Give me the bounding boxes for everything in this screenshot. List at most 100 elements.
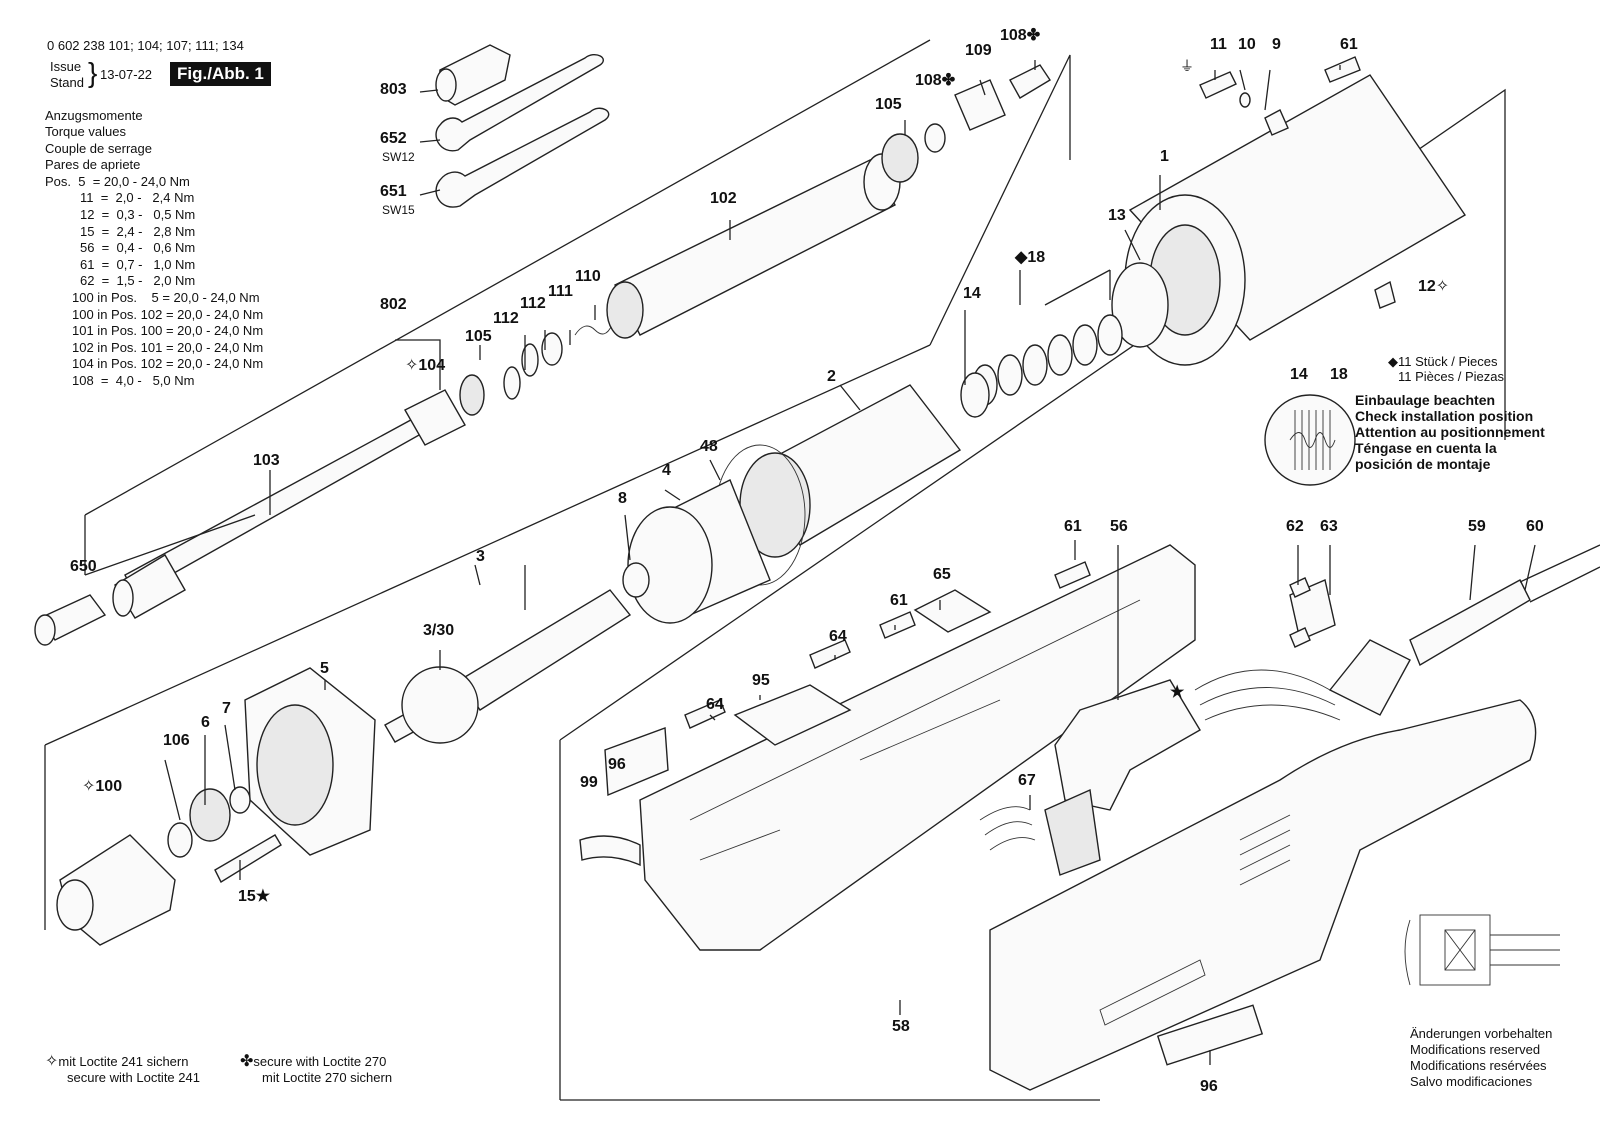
detail-label-18: 18 bbox=[1330, 366, 1348, 383]
ring-106 bbox=[167, 822, 193, 858]
wrench-size-sw12: SW12 bbox=[382, 150, 415, 164]
torque-row: 104 in Pos. 102 = 20,0 - 24,0 Nm bbox=[72, 356, 264, 371]
part-label-65: 65 bbox=[933, 566, 951, 583]
spindle-frame bbox=[84, 39, 931, 575]
part-label-652: 652 bbox=[380, 130, 407, 147]
install-note-line: Einbaulage beachten bbox=[1355, 392, 1496, 408]
part-label-650: 650 bbox=[70, 558, 97, 575]
figure-label: Fig./Abb. 1 bbox=[170, 62, 271, 86]
part-label-6: 6 bbox=[201, 714, 210, 731]
part-label-9: 9 bbox=[1272, 36, 1281, 53]
part-label-62: 62 bbox=[1286, 518, 1304, 535]
flange-5 bbox=[244, 667, 376, 856]
screw-61b bbox=[1054, 561, 1091, 589]
part-label-96b: 96 bbox=[1200, 1078, 1218, 1095]
nut-108b bbox=[1009, 64, 1051, 99]
bearing-6 bbox=[189, 788, 231, 842]
star-symbol: ★ bbox=[255, 888, 271, 905]
screw-15 bbox=[214, 834, 282, 883]
issue-label: Issue bbox=[50, 59, 82, 74]
torque-row: Pos. 5 = 20,0 - 24,0 Nm bbox=[45, 174, 190, 189]
washer-111 bbox=[541, 332, 563, 366]
nut-100 bbox=[56, 834, 176, 946]
issue-date: 13-07-22 bbox=[100, 67, 153, 82]
torque-row: 102 in Pos. 101 = 20,0 - 24,0 Nm bbox=[72, 340, 264, 355]
washer-10 bbox=[1239, 92, 1251, 108]
modifications-note-line: Salvo modificaciones bbox=[1410, 1074, 1533, 1089]
collet-650 bbox=[34, 594, 107, 646]
part-label-8: 8 bbox=[618, 490, 627, 507]
lower-left-frame bbox=[44, 54, 1071, 930]
torque-row: 100 in Pos. 102 = 20,0 - 24,0 Nm bbox=[72, 307, 264, 322]
part-label-61c: 61 bbox=[890, 592, 908, 609]
wires-67 bbox=[979, 806, 1036, 851]
loctite241-note-line1: ✧mit Loctite 241 sichern bbox=[45, 1053, 189, 1070]
loctite-241-symbol: ✧ bbox=[405, 357, 419, 374]
torque-row: 100 in Pos. 5 = 20,0 - 24,0 Nm bbox=[72, 290, 260, 305]
part-label-61b: 61 bbox=[1064, 518, 1082, 535]
bearing-105 bbox=[881, 133, 919, 183]
screw-64b bbox=[684, 699, 726, 729]
part-label-56: 56 bbox=[1110, 518, 1128, 535]
part-label-108a: 108✤ bbox=[915, 72, 956, 89]
install-note-line: posición de montaje bbox=[1355, 456, 1491, 472]
torque-row: 61 = 0,7 - 1,0 Nm bbox=[80, 257, 196, 272]
cable-wires bbox=[1194, 669, 1341, 721]
part-label-105b: 105 bbox=[875, 96, 902, 113]
torque-row: 108 = 4,0 - 5,0 Nm bbox=[72, 373, 195, 388]
part-label-110: 110 bbox=[575, 268, 601, 285]
ground-symbol-icon: ⏚ bbox=[1180, 58, 1194, 74]
ring-7 bbox=[229, 786, 251, 814]
torque-row: 15 = 2,4 - 2,8 Nm bbox=[80, 224, 196, 239]
part-label-112b: 112 bbox=[520, 295, 546, 312]
loctite-241-symbol: ✧ bbox=[45, 1053, 59, 1070]
loctite-270-symbol: ✤ bbox=[1026, 27, 1041, 44]
loctite-241-symbol: ✧ bbox=[82, 778, 96, 795]
screw-11 bbox=[1199, 71, 1237, 99]
part-label-3: 3 bbox=[476, 548, 485, 565]
count-note-symbol: ◆ bbox=[1015, 249, 1028, 266]
torque-title-es: Pares de apriete bbox=[45, 157, 141, 172]
part-label-4: 4 bbox=[662, 462, 671, 479]
part-label-5: 5 bbox=[320, 660, 329, 677]
part-label-108b: 108✤ bbox=[1000, 27, 1041, 44]
part-label-99: 99 bbox=[580, 774, 598, 791]
part-label-59: 59 bbox=[1468, 518, 1486, 535]
ring-8 bbox=[622, 562, 650, 598]
part-label-96a: 96 bbox=[608, 756, 626, 773]
part-label-104: ✧104 bbox=[405, 357, 446, 374]
part-label-3-30: 3/30 bbox=[423, 622, 455, 639]
part-label-48: 48 bbox=[700, 438, 718, 455]
part-label-105a: 105 bbox=[465, 328, 492, 345]
count-note-symbol: ◆ bbox=[1388, 354, 1398, 369]
torque-title-de: Anzugsmomente bbox=[45, 108, 143, 123]
label-96b bbox=[1156, 1004, 1264, 1066]
circlip-112a bbox=[503, 366, 521, 400]
torque-row: 56 = 0,4 - 0,6 Nm bbox=[80, 240, 196, 255]
part-label-100: ✧100 bbox=[82, 778, 123, 795]
circuit-schematic bbox=[1404, 914, 1560, 986]
sleeve-109 bbox=[954, 79, 1006, 131]
loctite-241-symbol: ✧ bbox=[1435, 278, 1450, 295]
star-marker: ★ bbox=[1170, 684, 1185, 701]
part-label-103: 103 bbox=[253, 452, 280, 469]
part-label-106: 106 bbox=[163, 732, 190, 749]
count-note-line2: 11 Pièces / Piezas bbox=[1398, 369, 1504, 384]
part-label-95: 95 bbox=[752, 672, 770, 689]
detail-label-14: 14 bbox=[1290, 366, 1308, 383]
cover-4 bbox=[627, 479, 771, 624]
torque-row: 101 in Pos. 100 = 20,0 - 24,0 Nm bbox=[72, 323, 264, 338]
part-label-651: 651 bbox=[380, 183, 407, 200]
clip-9 bbox=[1264, 109, 1289, 136]
part-label-67: 67 bbox=[1018, 772, 1036, 789]
loctite-270-symbol: ✤ bbox=[941, 72, 956, 89]
motor-housing-1 bbox=[1124, 74, 1467, 366]
install-note-line: Attention au positionnement bbox=[1355, 424, 1545, 440]
part-label-18: ◆18 bbox=[1015, 249, 1046, 266]
part-label-109: 109 bbox=[965, 42, 992, 59]
part-label-60: 60 bbox=[1526, 518, 1544, 535]
screw-64a bbox=[809, 639, 851, 669]
nut-108 bbox=[924, 123, 946, 153]
ring-13 bbox=[1111, 262, 1169, 348]
